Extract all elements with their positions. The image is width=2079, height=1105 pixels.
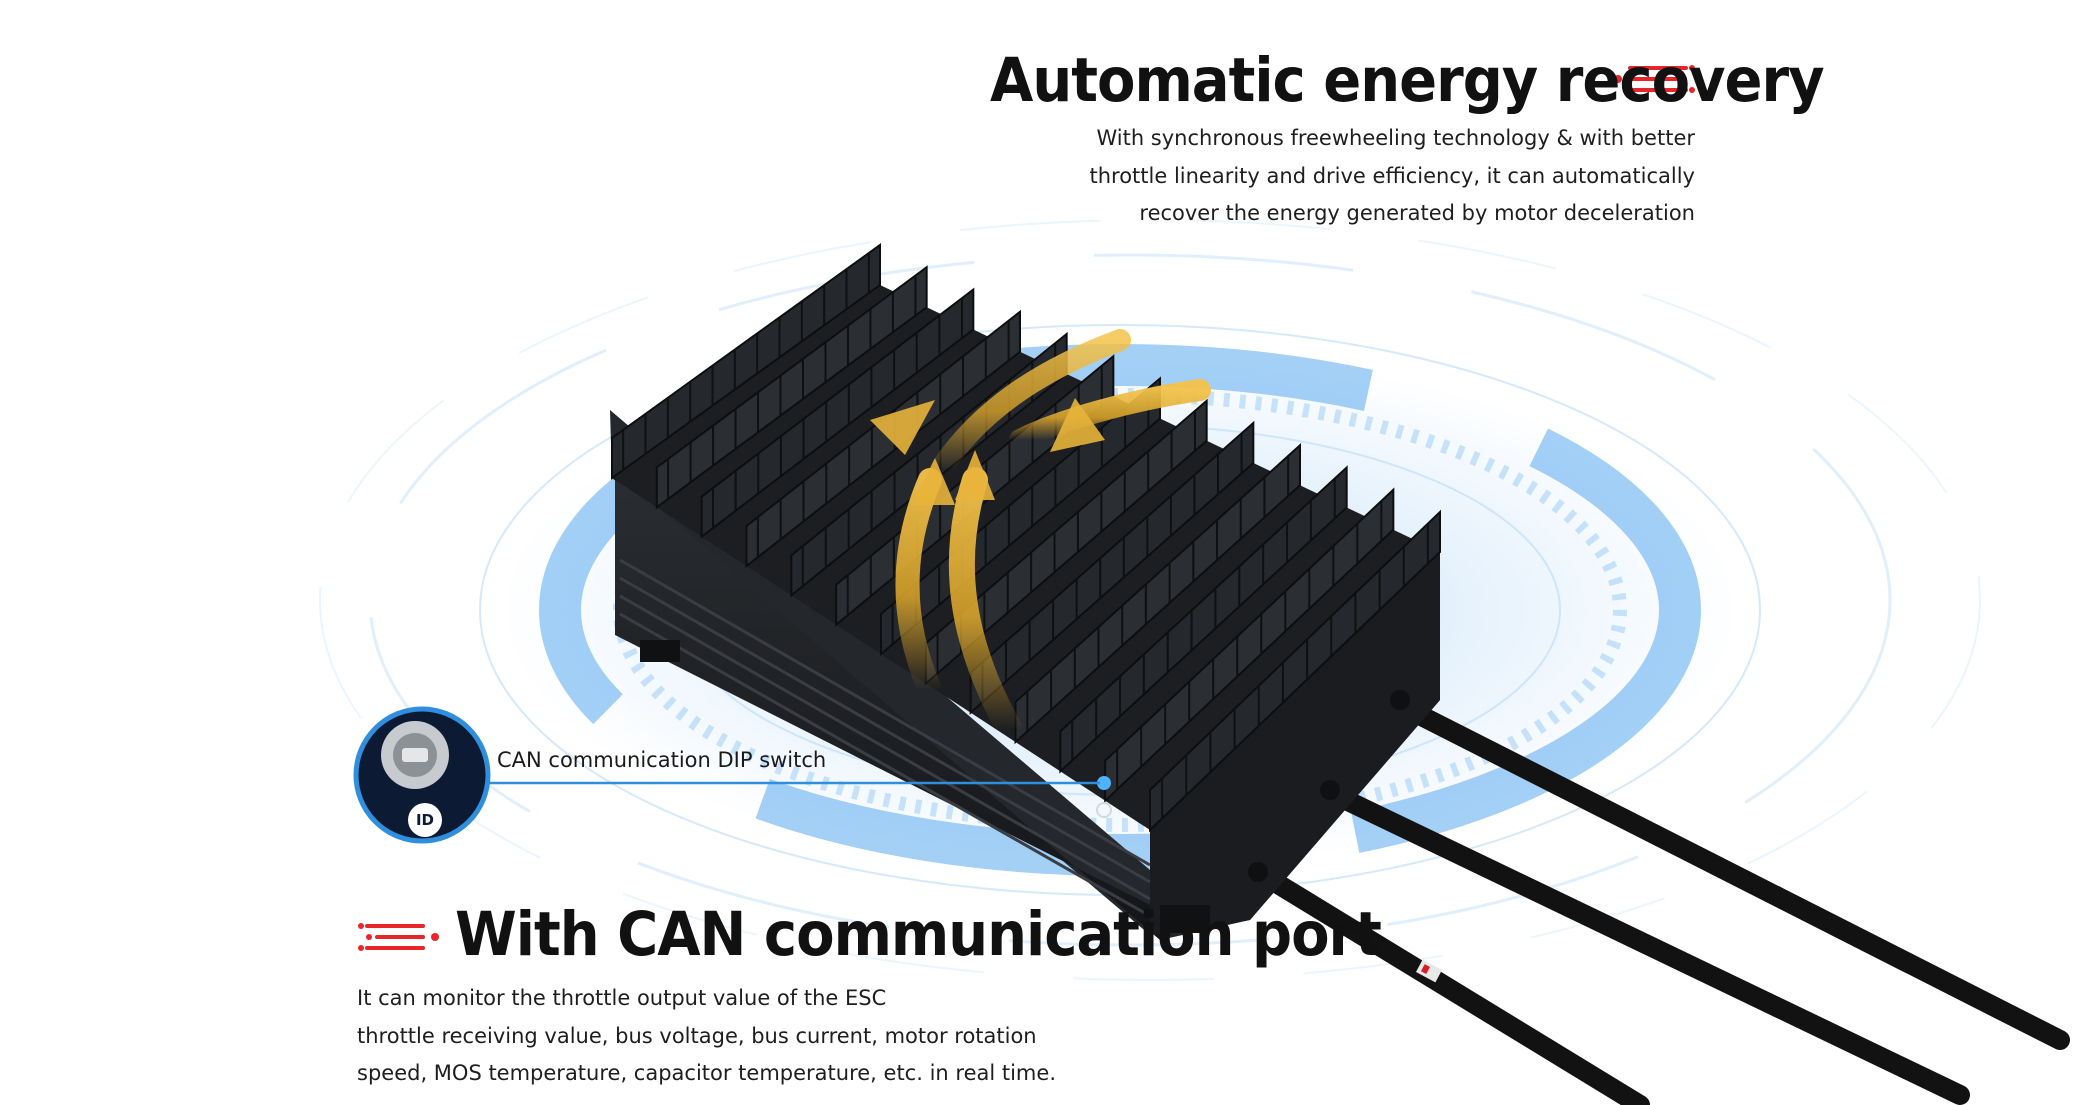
can-port-description: It can monitor the throttle output value… (357, 980, 1117, 1093)
description-line: throttle linearity and drive efficiency,… (1089, 163, 1695, 188)
heatsink-fin (745, 309, 1021, 569)
speed-lines-icon (1614, 65, 1695, 93)
speed-lines-icon (358, 923, 439, 951)
description-line: With synchronous freewheeling technology… (1096, 126, 1695, 150)
heatsink-fin (611, 243, 881, 480)
description-line: throttle receiving value, bus voltage, b… (357, 1023, 1037, 1048)
can-port-title: With CAN communication port (455, 900, 1382, 971)
description-line: It can monitor the throttle output value… (357, 986, 887, 1010)
heatsink-fin (969, 420, 1255, 715)
description-line: recover the energy generated by motor de… (1139, 201, 1695, 225)
dip-switch-zoom-badge (353, 706, 491, 844)
heatsink-fin (700, 287, 975, 539)
heat-flow-arrows (895, 329, 1211, 743)
heatsink-fin (1104, 487, 1395, 803)
energy-recovery-title: Automatic energy recovery (990, 46, 1825, 117)
dip-switch-point (1097, 776, 1111, 790)
energy-recovery-description: With synchronous freewheeling technology… (1080, 120, 1695, 233)
heatsink-fin (1059, 465, 1348, 774)
description-line: speed, MOS temperature, capacitor temper… (357, 1061, 1056, 1085)
heatsink-fin (655, 265, 928, 510)
heatsink-fin (1149, 509, 1441, 833)
id-badge: ID (415, 811, 435, 829)
dip-switch-callout-label: CAN communication DIP switch (497, 748, 827, 772)
